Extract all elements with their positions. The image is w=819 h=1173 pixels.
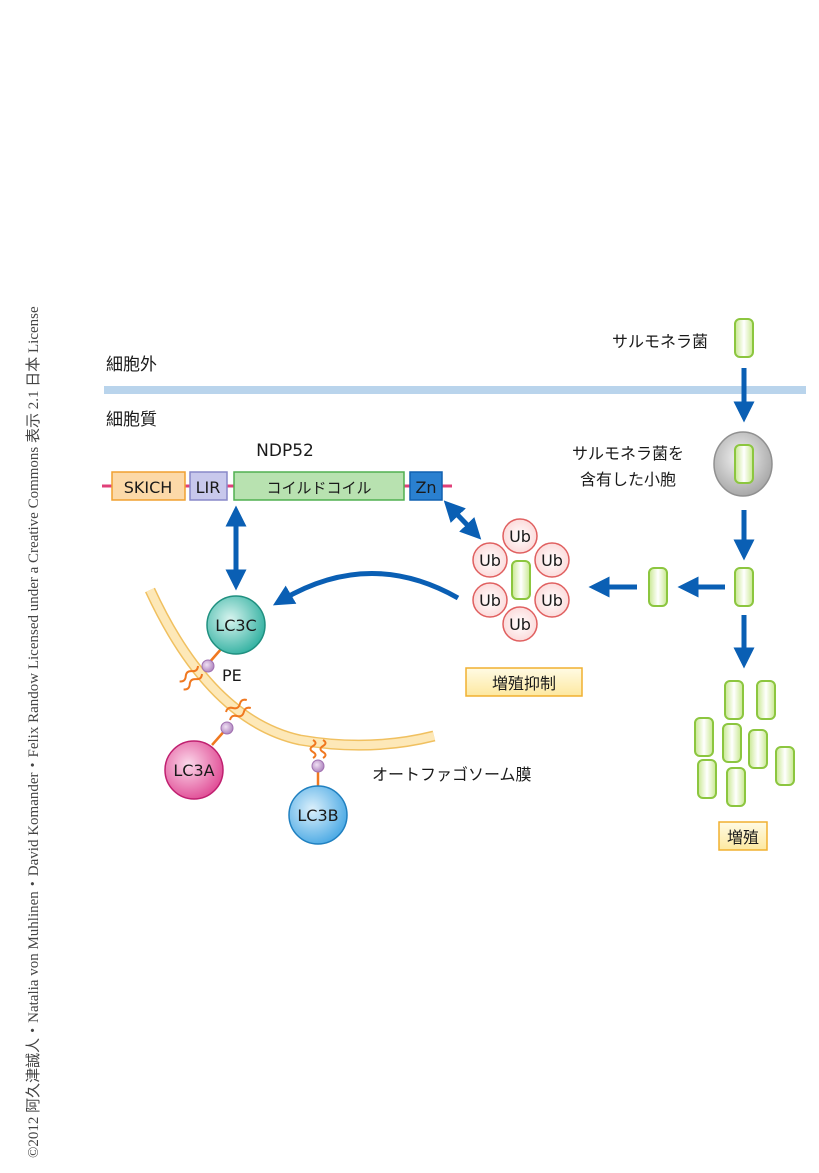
ubiquitin [534,542,570,578]
bacterium [748,729,768,769]
lc3a-label: LC3A [173,761,214,780]
ndp52-domain-zn: Zn [409,471,443,501]
lc3a-protein [164,740,224,800]
domain-label: コイルドコイル [266,479,371,497]
arrow-zn-ub [443,500,482,540]
label-salmonella: サルモネラ菌 [612,332,708,351]
lc3a-anchor [211,698,252,746]
bacterium [724,680,744,720]
salmonella-in-vacuole [734,444,754,484]
bacterium [722,723,742,763]
ubiquitin [502,606,538,642]
label-autophagosome-membrane: オートファゴソーム膜 [372,765,532,784]
lc3b-anchor [309,739,327,786]
label-proliferation: 増殖 [727,828,759,847]
domain-label: LIR [196,478,221,497]
proliferating-bacteria [694,680,795,807]
lc3c-label: LC3C [215,616,256,635]
label-cytoplasm: 細胞質 [106,410,157,430]
bacterium [756,680,776,720]
lc3b-protein [288,785,348,845]
autophagosome-membrane [146,588,435,750]
domain-label: Zn [415,478,436,497]
label-growth-inhibition: 増殖抑制 [492,674,556,693]
ub-label: Ub [479,551,501,570]
ndp52-domain-coiled-coil: コイルドコイル [233,471,405,501]
domain-label: SKICH [124,478,173,497]
copyright-text: ©2012 阿久津誠人・Natalia von Muhlinen・David K… [25,306,42,1158]
plasma-membrane [104,386,806,394]
bacterium [726,767,746,807]
cytosolic-salmonella [734,567,754,607]
lc3b-label: LC3B [297,806,338,825]
pe-lipid [220,721,234,735]
ubiquitin [534,582,570,618]
bacterium [775,746,795,786]
label-pe: PE [222,666,242,685]
pe-lipid [201,659,215,673]
lc3c-anchor [179,647,223,691]
arrow-ub-to-lc3c [272,571,460,606]
ndp52-title: NDP52 [256,441,314,461]
bacterium [694,717,714,757]
ubiquitin [472,542,508,578]
bacterium [697,759,717,799]
label-vacuole-line1: サルモネラ菌を [572,444,684,463]
salmonella-intermediate [648,567,668,607]
lc3c-protein [206,595,266,655]
ub-label: Ub [479,591,501,610]
salmonella-bacterium [734,318,754,358]
proliferation-box [718,821,768,851]
ubiquitinated-salmonella: Ub Ub Ub Ub Ub Ub [472,518,570,642]
ub-label: Ub [541,591,563,610]
ub-label: Ub [509,527,531,546]
ubiquitin [472,582,508,618]
label-vacuole-line2: 含有した小胞 [580,470,676,489]
label-extracellular: 細胞外 [106,355,157,375]
ndp52-domain-lir: LIR [189,471,228,501]
salmonella-tagged [511,560,531,600]
ndp52-domain-skich: SKICH [111,471,186,501]
growth-inhibition-box [465,667,583,697]
ub-label: Ub [509,615,531,634]
ubiquitin [502,518,538,554]
pe-lipid [311,759,325,773]
ub-label: Ub [541,551,563,570]
